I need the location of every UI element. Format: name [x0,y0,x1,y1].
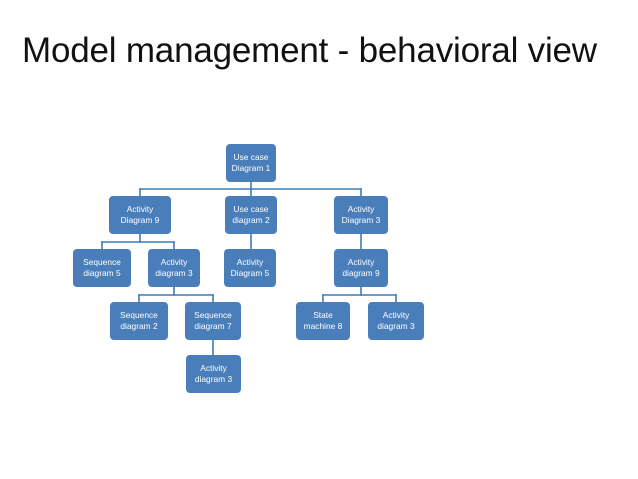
node-label-line1: Activity [160,256,188,267]
node-activity-diagram-3-right[interactable]: Activity Diagram 3 [334,196,388,234]
node-label-line2: diagram 3 [155,268,193,278]
node-activity-diagram-5[interactable]: Activity Diagram 5 [224,249,276,287]
node-activity-diagram-3-bottom[interactable]: Activity diagram 3 [186,355,241,393]
node-label-line1: Use case [233,203,269,214]
node-activity-diagram-9-right[interactable]: Activity diagram 9 [334,249,388,287]
node-label-line2: diagram 5 [83,268,121,278]
node-label-line1: Activity [126,203,154,214]
node-label-line1: Activity [347,203,375,214]
node-label-line1: Activity [382,309,410,320]
node-label-line2: Diagram 9 [120,215,160,225]
node-activity-diagram-3-left[interactable]: Activity diagram 3 [148,249,200,287]
node-label-line1: State [313,309,333,320]
node-label-line2: diagram 3 [377,321,415,331]
node-label-line2: diagram 7 [194,321,232,331]
node-use-case-diagram-2[interactable]: Use case diagram 2 [225,196,277,234]
node-state-machine-8[interactable]: State machine 8 [296,302,350,340]
node-use-case-diagram-1[interactable]: Use case Diagram 1 [226,144,276,182]
node-label-line2: diagram 2 [232,215,270,225]
node-label-line1: Sequence [194,309,232,320]
node-activity-diagram-3-far-right[interactable]: Activity diagram 3 [368,302,424,340]
node-activity-diagram-9[interactable]: Activity Diagram 9 [109,196,171,234]
node-label-line1: Sequence [120,309,158,320]
node-label-line1: Use case [233,151,269,162]
node-label-line2: Diagram 3 [341,215,381,225]
page-title: Model management - behavioral view [22,31,597,70]
node-label-line1: Activity [236,256,264,267]
node-sequence-diagram-2[interactable]: Sequence diagram 2 [110,302,168,340]
node-label-line1: Activity [347,256,375,267]
node-label-line2: Diagram 5 [230,268,270,278]
node-sequence-diagram-5[interactable]: Sequence diagram 5 [73,249,131,287]
node-label-line2: diagram 2 [120,321,158,331]
node-label-line2: machine 8 [303,321,343,331]
node-label-line2: diagram 9 [342,268,380,278]
node-label-line2: Diagram 1 [231,163,271,173]
node-label-line2: diagram 3 [194,374,233,384]
node-label-line1: Sequence [83,256,121,267]
node-sequence-diagram-7[interactable]: Sequence diagram 7 [185,302,241,340]
node-label-line1: Activity [200,362,227,373]
